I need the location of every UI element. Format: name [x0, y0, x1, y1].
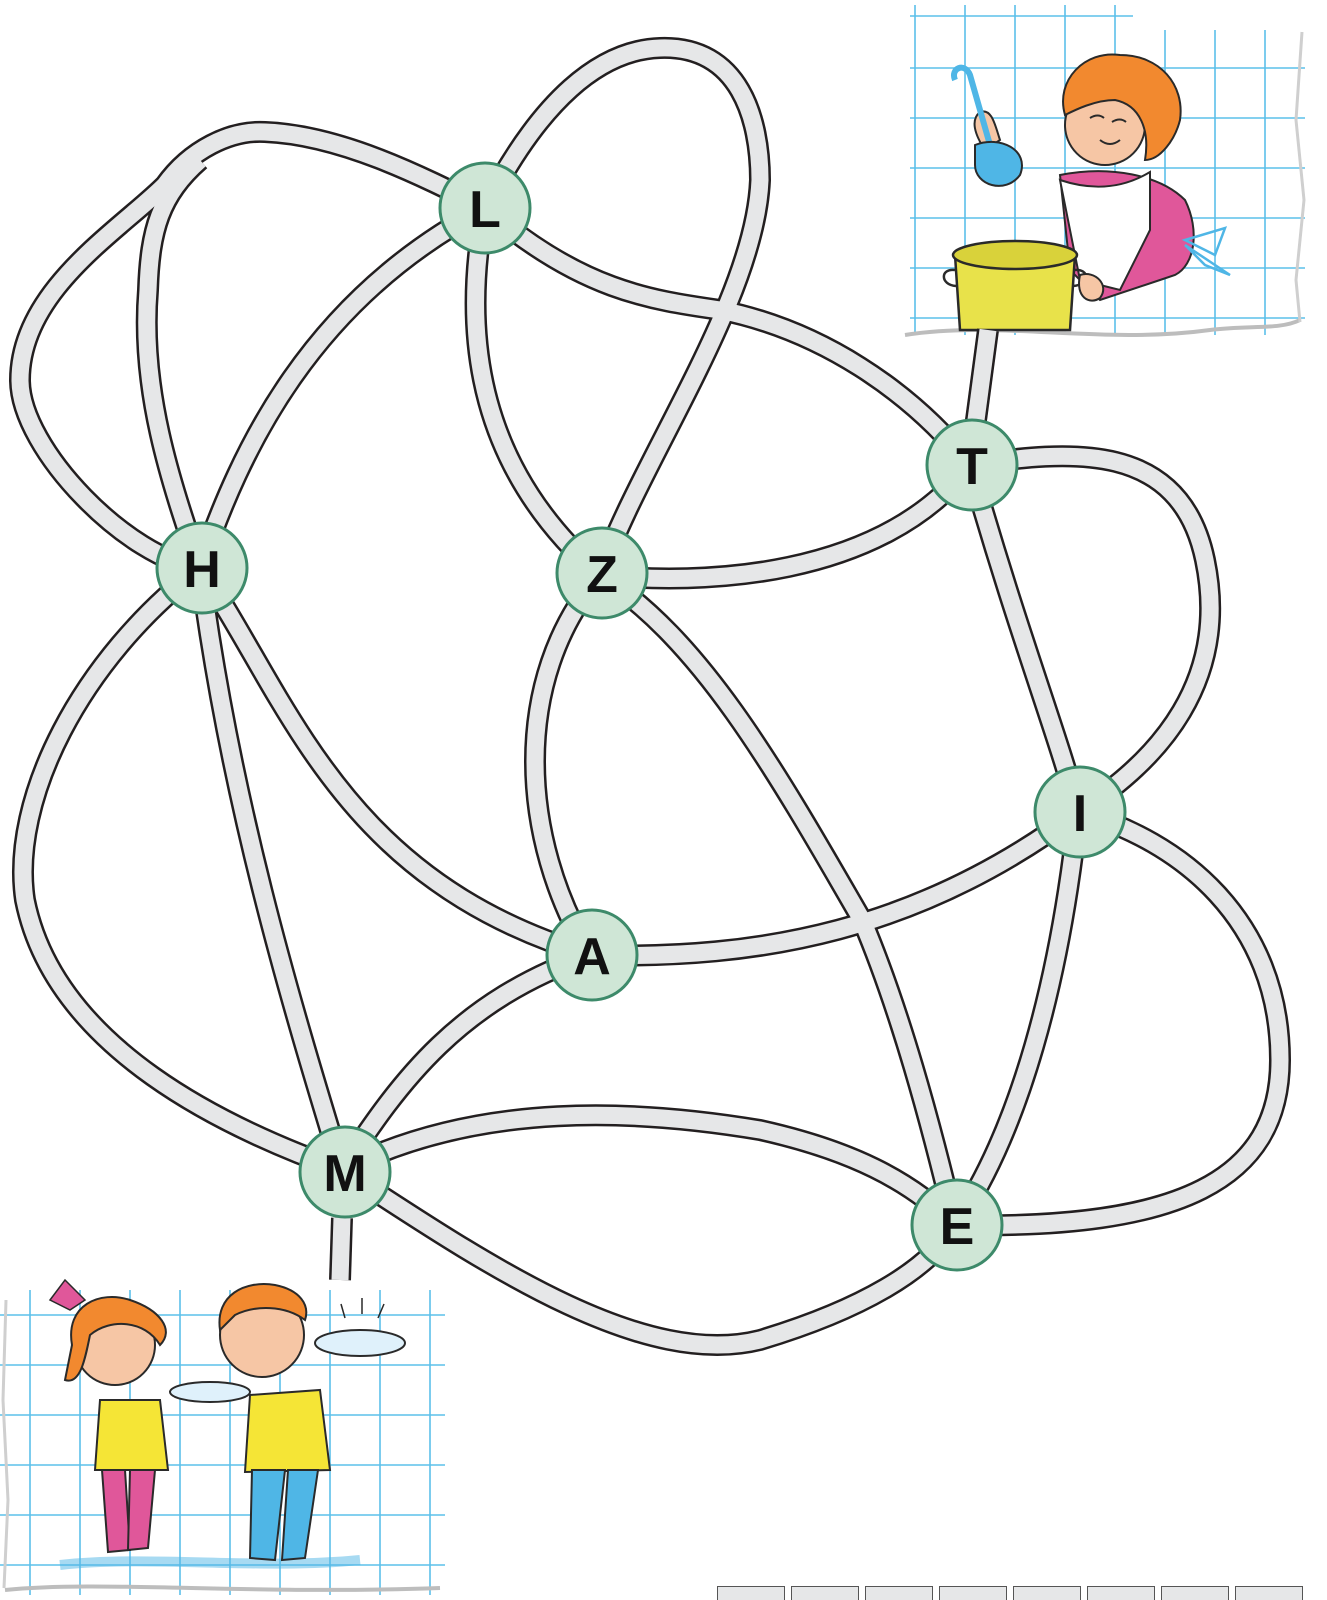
- node-i-label: I: [1073, 785, 1087, 843]
- answer-box[interactable]: [791, 1586, 859, 1600]
- answer-box[interactable]: [939, 1586, 1007, 1600]
- node-e-label: E: [940, 1198, 975, 1256]
- node-i[interactable]: I: [1035, 767, 1125, 857]
- node-a-label: A: [573, 928, 611, 986]
- node-a[interactable]: A: [547, 910, 637, 1000]
- node-m-label: M: [323, 1145, 366, 1203]
- node-l[interactable]: L: [440, 163, 530, 253]
- cook-illustration: [905, 5, 1305, 335]
- node-m[interactable]: M: [300, 1127, 390, 1217]
- node-h[interactable]: H: [157, 523, 247, 613]
- node-t[interactable]: T: [927, 420, 1017, 510]
- answer-box[interactable]: [865, 1586, 933, 1600]
- node-z-label: Z: [586, 546, 618, 604]
- answer-box[interactable]: [1087, 1586, 1155, 1600]
- children-illustration: [0, 1280, 445, 1595]
- node-e[interactable]: E: [912, 1180, 1002, 1270]
- answer-box[interactable]: [1161, 1586, 1229, 1600]
- answer-box[interactable]: [717, 1586, 785, 1600]
- node-h-label: H: [183, 541, 221, 599]
- answer-box[interactable]: [1235, 1586, 1303, 1600]
- answer-box[interactable]: [1013, 1586, 1081, 1600]
- node-z[interactable]: Z: [557, 528, 647, 618]
- node-l-label: L: [469, 181, 501, 239]
- node-t-label: T: [956, 438, 988, 496]
